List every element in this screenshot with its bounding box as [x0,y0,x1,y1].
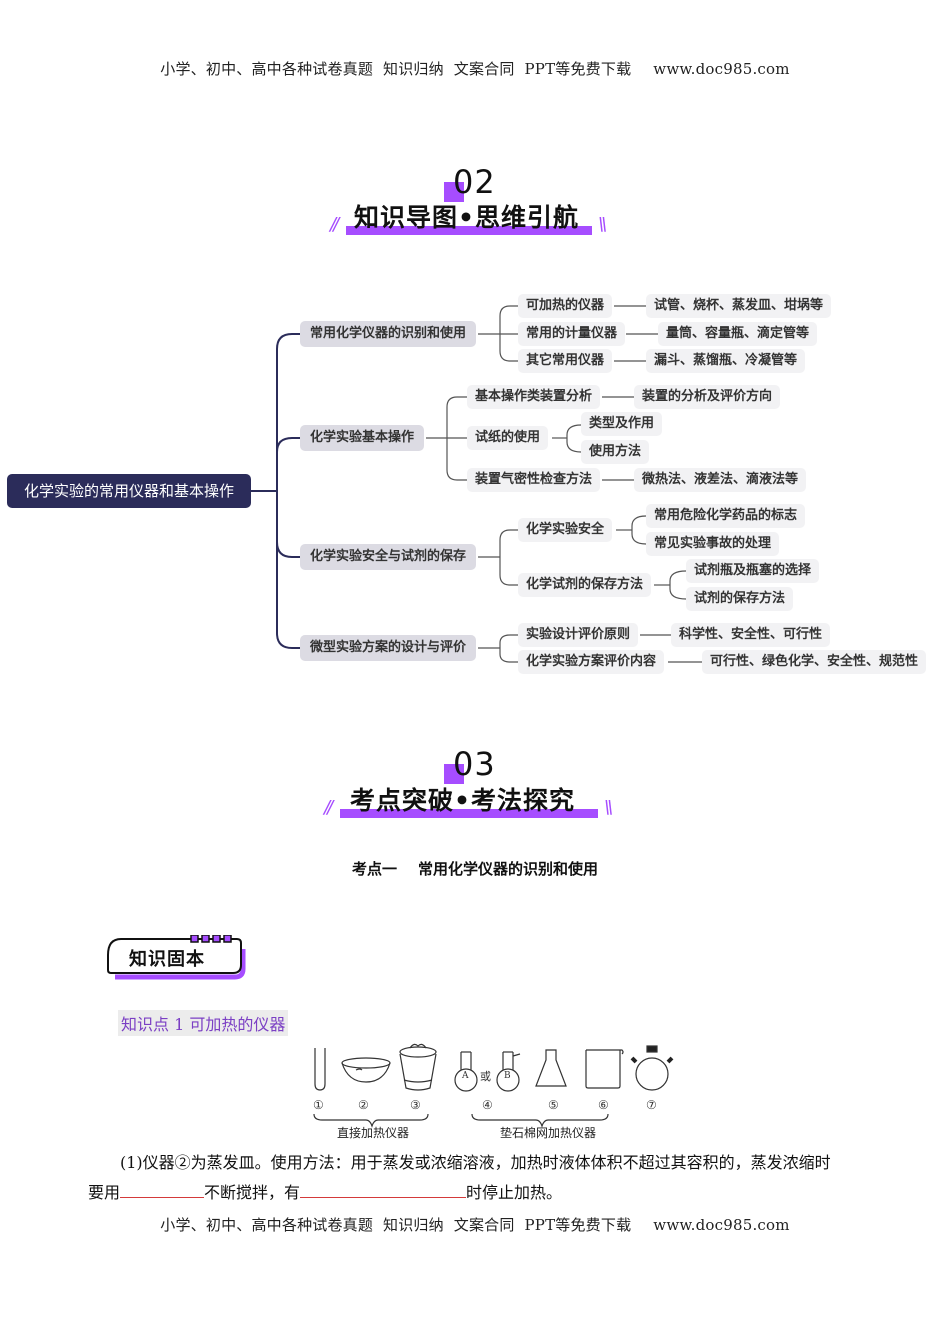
crucible-icon [399,1043,437,1091]
number-1: ① [313,1098,324,1112]
line2-part-c: 时停止加热。 [466,1183,563,1202]
number-6: ⑥ [598,1098,609,1112]
sub-accident-handling: 常见实验事故的处理 [646,532,780,556]
node-test-paper: 试纸的使用 [467,426,549,450]
badge-label: 知识固本 [129,949,205,970]
section-03-banner: 03 // 考点突破•考法探究 \\ [0,742,950,832]
mind-map: 化学实验的常用仪器和基本操作 常用化学仪器的识别和使用 可加热的仪器 试管、烧杯… [0,280,950,690]
number-2: ② [358,1098,369,1112]
sub-hazard-labels: 常用危险化学药品的标志 [646,504,806,528]
sub-bottle-selection: 试剂瓶及瓶塞的选择 [686,559,820,583]
node-measuring: 常用的计量仪器 [518,322,626,346]
number-accent-square [444,182,464,202]
leaf-evaluation-content: 可行性、绿色化学、安全性、规范性 [702,650,927,674]
question-line-2: 要用 不断搅拌，有 时停止加热。 [88,1178,878,1208]
answer-blank-1[interactable] [120,1180,205,1198]
number-5: ⑤ [548,1098,559,1112]
node-design-principles: 实验设计评价原则 [518,623,639,647]
node-lab-safety: 化学实验安全 [518,518,613,542]
number-4: ④ [482,1098,493,1112]
branch-instruments: 常用化学仪器的识别和使用 [300,321,477,347]
branch-micro-experiment: 微型实验方案的设计与评价 [300,635,477,661]
conical-flask-icon [535,1049,567,1087]
section-02-banner: 02 // 知识导图•思维引航 \\ [0,160,950,250]
right-slash-decoration: \\ [598,214,607,235]
leaf-other: 漏斗、蒸馏瓶、冷凝管等 [646,349,806,373]
branch-basic-operations: 化学实验基本操作 [300,425,425,451]
footer-text: 小学、初中、高中各种试卷真题 知识归纳 文案合同 PPT等免费下载 [160,1216,632,1234]
title-underline-bar [340,809,598,818]
node-reagent-storage: 化学试剂的保存方法 [518,573,652,597]
number-accent-square [444,764,464,784]
distilling-flask-b-icon [496,1051,521,1092]
flask-label-a: A [462,1071,469,1081]
evaporating-dish-icon [341,1057,391,1083]
sub-test-paper-types: 类型及作用 [581,412,663,436]
badge-frame [107,935,246,980]
group-gauze-heating: 垫石棉网加热仪器 [500,1126,597,1140]
flask-label-b: B [504,1071,511,1081]
beaker-icon [585,1049,624,1089]
apparatus-drawings [313,1043,674,1128]
knowledge-point-label: 知识点 1 可加热的仪器 [118,1010,289,1036]
node-airtightness: 装置气密性检查方法 [467,468,601,492]
question-line-1: (1)仪器②为蒸发皿。使用方法：用于蒸发或浓缩溶液，加热时液体体积不超过其容积的… [120,1153,831,1172]
three-neck-flask-icon [630,1045,674,1091]
exam-point-title: 常用化学仪器的识别和使用 [417,860,598,878]
exam-point-label: 考点一 [352,860,398,878]
right-slash-decoration: \\ [604,797,613,818]
mind-map-root: 化学实验的常用仪器和基本操作 [7,474,251,508]
test-tube-icon [314,1048,326,1091]
page-footer: 小学、初中、高中各种试卷真题 知识归纳 文案合同 PPT等免费下载 www.doc… [0,1214,950,1235]
branch-safety-storage: 化学实验安全与试剂的保存 [300,544,477,570]
knowledge-badge: 知识固本 [107,935,247,985]
group-direct-heating: 直接加热仪器 [337,1126,410,1140]
section-number: 03 [453,745,496,783]
apparatus-figure: A B 或 ① ② ③ ④ ⑤ ⑥ ⑦ 直接加热仪器 垫石棉网加热仪器 [300,1040,690,1145]
node-heatable: 可加热的仪器 [518,294,613,318]
leaf-heatable: 试管、烧杯、蒸发皿、坩埚等 [646,294,832,318]
sub-test-paper-usage: 使用方法 [581,440,650,464]
number-7: ⑦ [646,1098,657,1112]
mind-map-connectors [251,305,702,663]
exam-point-heading: 考点一 常用化学仪器的识别和使用 [0,858,950,879]
header-text: 小学、初中、高中各种试卷真题 知识归纳 文案合同 PPT等免费下载 [160,60,632,78]
answer-blank-2[interactable] [300,1180,467,1198]
leaf-airtightness: 微热法、液差法、滴液法等 [634,468,807,492]
number-3: ③ [410,1098,421,1112]
leaf-device-analysis: 装置的分析及评价方向 [634,385,781,409]
footer-url: www.doc985.com [653,1216,790,1234]
or-label: 或 [480,1070,491,1083]
section-number: 02 [453,163,496,201]
left-slash-decoration: // [330,214,339,235]
left-slash-decoration: // [324,797,333,818]
header-url: www.doc985.com [653,60,790,78]
node-evaluation-content: 化学实验方案评价内容 [518,650,665,674]
node-other: 其它常用仪器 [518,349,613,373]
node-device-analysis: 基本操作类装置分析 [467,385,601,409]
section-title: 知识导图•思维引航 [354,203,579,232]
line2-part-b: 不断搅拌，有 [204,1183,301,1202]
section-title: 考点突破•考法探究 [350,786,575,815]
leaf-measuring: 量筒、容量瓶、滴定管等 [658,322,818,346]
title-underline-bar [346,226,592,235]
round-flask-a-icon [454,1051,478,1092]
sub-storage-method: 试剂的保存方法 [686,587,794,611]
leaf-design-principles: 科学性、安全性、可行性 [671,623,831,647]
line2-part-a: 要用 [88,1183,121,1202]
page-header: 小学、初中、高中各种试卷真题 知识归纳 文案合同 PPT等免费下载 www.doc… [0,58,950,79]
